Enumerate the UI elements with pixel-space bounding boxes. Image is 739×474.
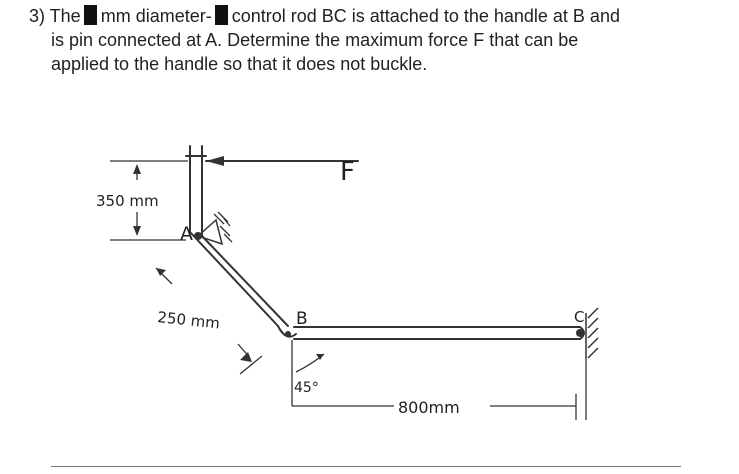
problem-statement: 3) The mm diameter-control rod BC is atta… (29, 4, 729, 76)
mechanism-drawing: F 350 mm A 250 mm B C 45° 800mm (96, 145, 599, 420)
force-arrowhead (206, 156, 224, 166)
dim-350-lines (110, 160, 188, 241)
problem-line-1: 3) The mm diameter-control rod BC is atta… (29, 4, 729, 28)
pin-b (285, 331, 291, 337)
pin-c (576, 329, 584, 337)
angle-label: 45° (294, 380, 319, 396)
redacted-value-1 (83, 5, 97, 25)
problem-line-2: is pin connected at A. Determine the max… (51, 30, 579, 50)
redacted-value-2 (214, 5, 228, 25)
dim-vertical-label: 350 mm (96, 192, 159, 210)
support-c (585, 307, 599, 359)
dim-diagonal-label: 250 mm (157, 308, 221, 332)
bottom-divider (51, 466, 681, 467)
problem-line-3: applied to the handle so that it does no… (51, 54, 428, 74)
mechanism-figure: F 350 mm A 250 mm B C 45° 800mm (90, 108, 650, 428)
problem-text-part1: mm diameter- (100, 6, 212, 26)
point-b-label: B (296, 309, 308, 329)
angle-arrow (316, 354, 324, 360)
point-a-label: A (180, 223, 193, 245)
force-label: F (340, 157, 355, 187)
control-rod-bc (293, 326, 581, 340)
support-a-hatching (213, 211, 233, 243)
handle-vertical (189, 155, 203, 237)
support-a (196, 218, 224, 246)
point-c-label: C (574, 308, 584, 326)
problem-text-part2: control rod BC is attached to the handle… (231, 6, 620, 26)
handle-top (185, 145, 207, 159)
problem-number: 3) The (29, 6, 81, 26)
dim-800-lines (292, 358, 587, 420)
dim-horizontal-label: 800mm (398, 398, 460, 417)
